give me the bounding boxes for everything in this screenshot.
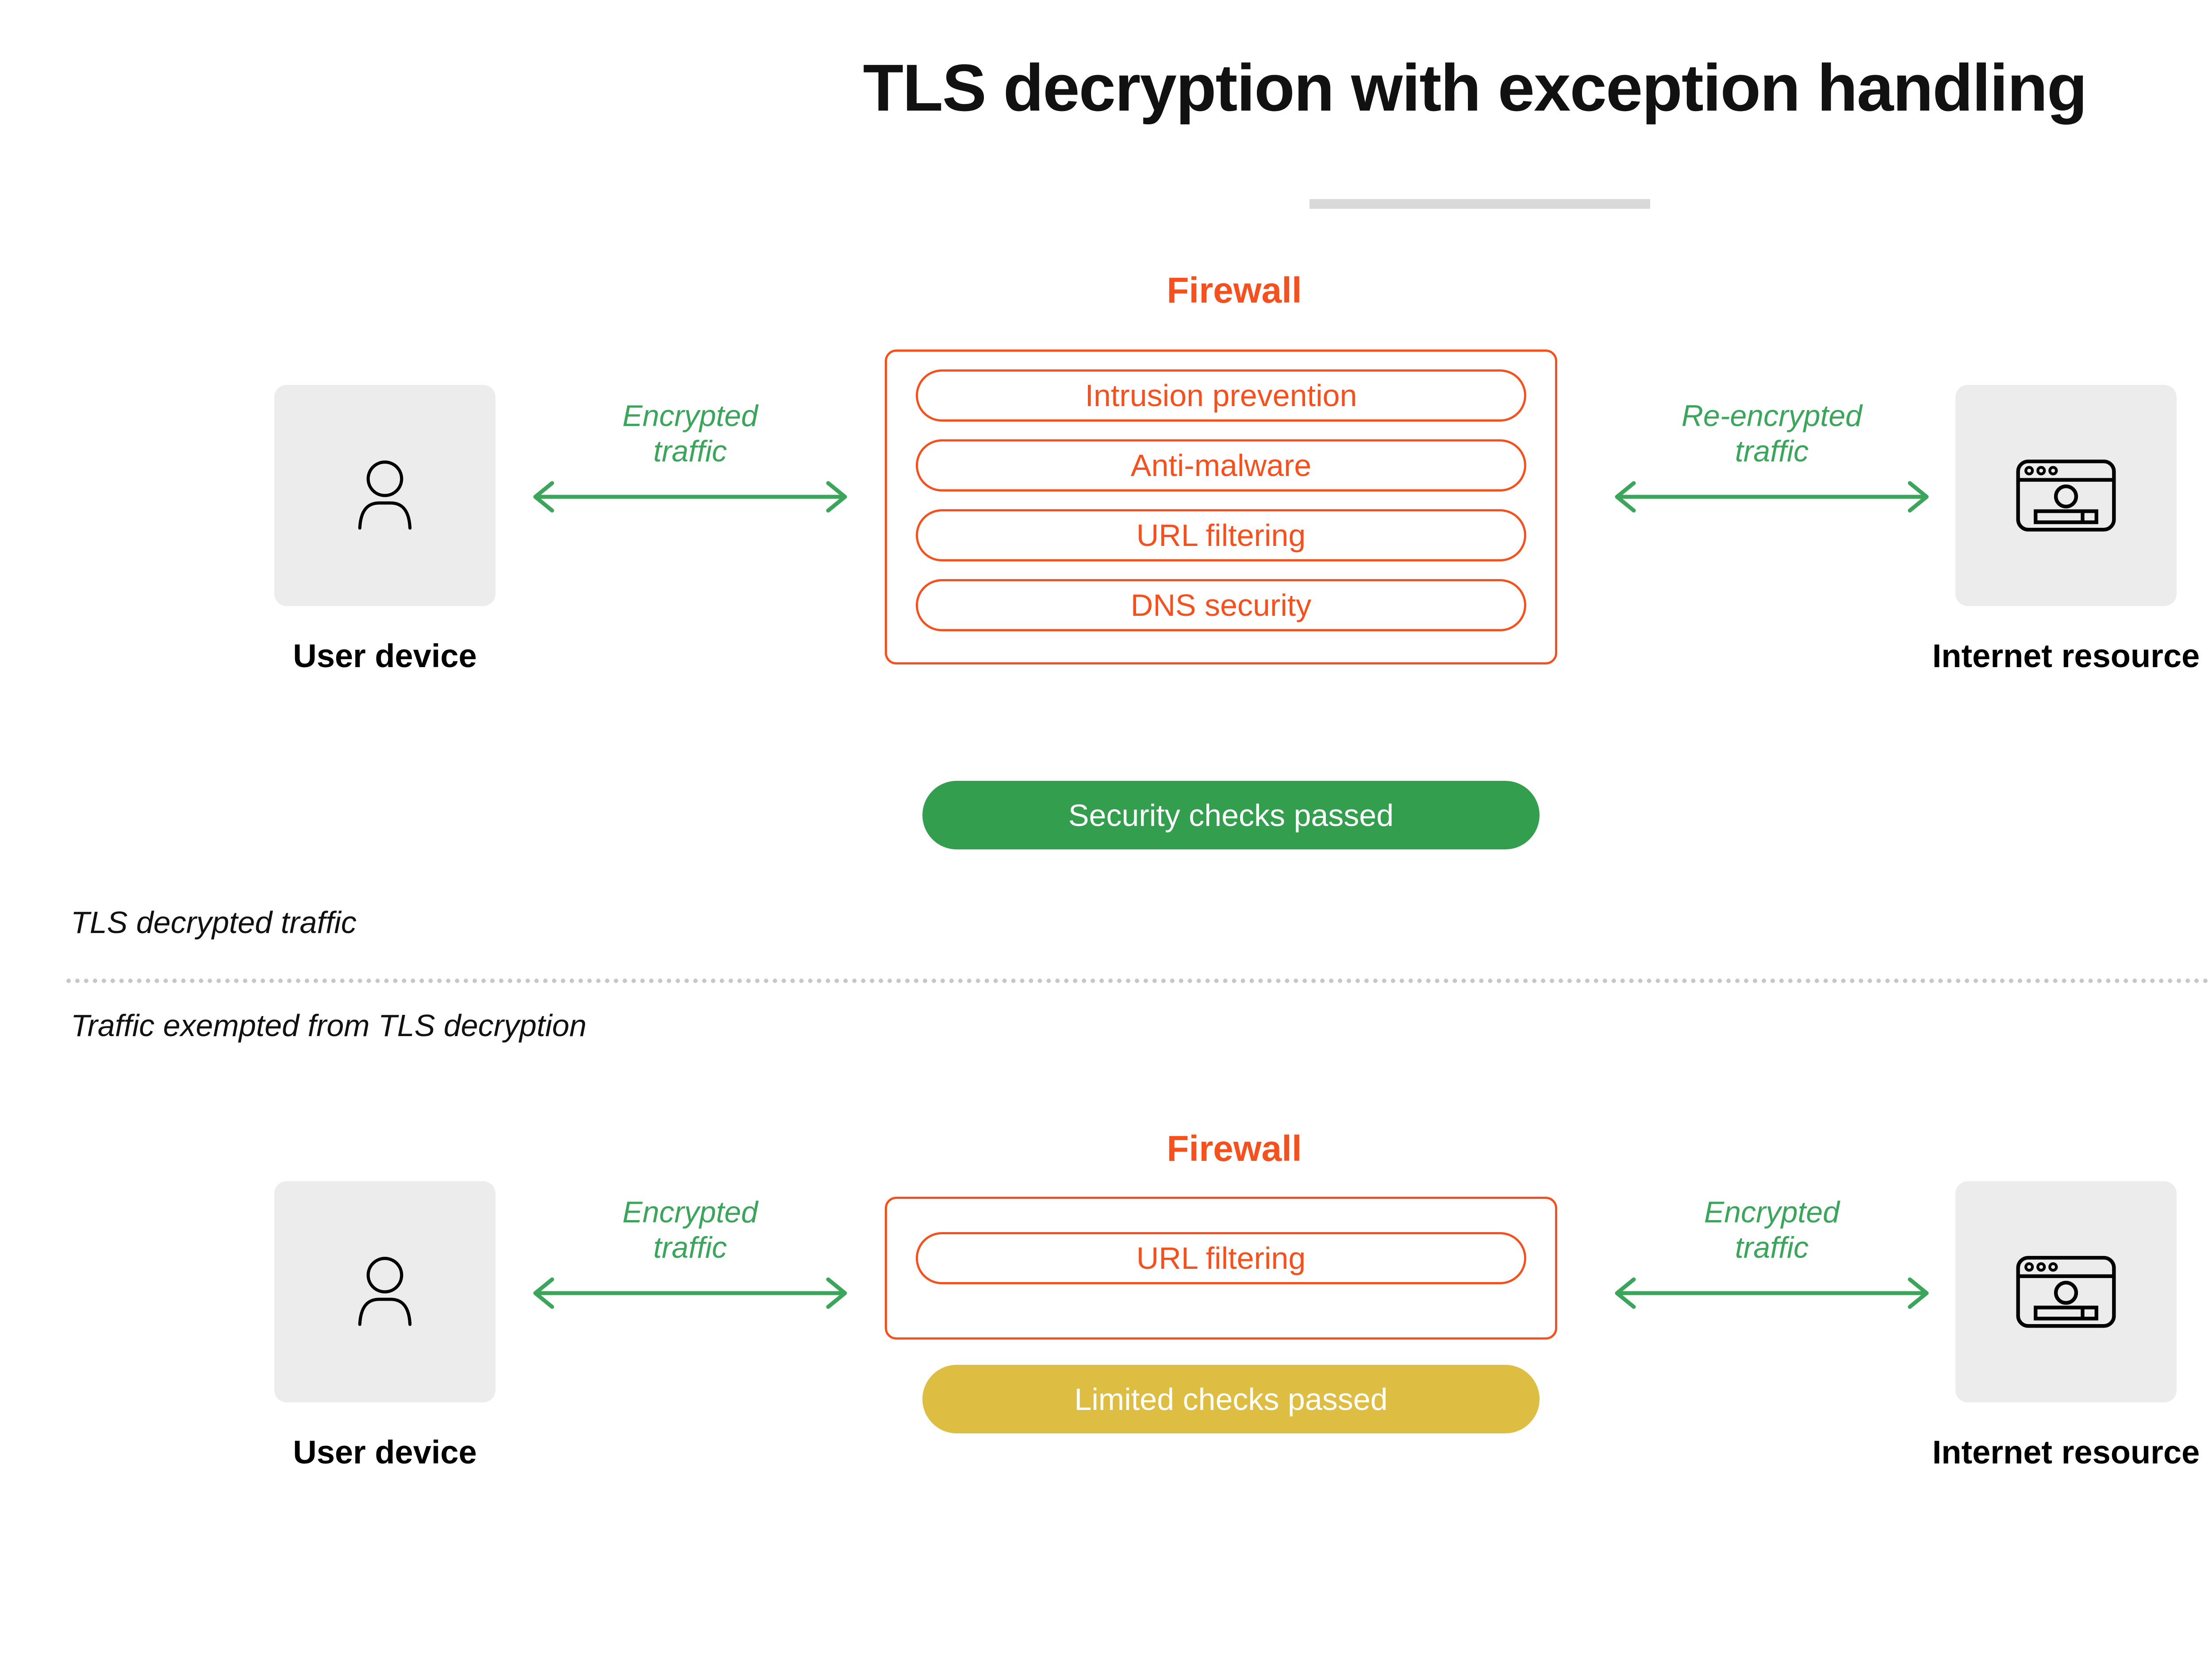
firewall-check-pill[interactable]: Anti-malware bbox=[916, 439, 1526, 492]
arrow-label: Encrypted traffic bbox=[622, 399, 758, 469]
double-headed-arrow-icon bbox=[533, 1277, 847, 1309]
dotted-divider bbox=[66, 979, 2212, 983]
status-badge-limited-checks-passed: Limited checks passed bbox=[922, 1365, 1540, 1433]
firewall-label-decrypted: Firewall bbox=[1167, 270, 1302, 311]
divider-label-below: Traffic exempted from TLS decryption bbox=[71, 1008, 587, 1043]
person-icon bbox=[338, 448, 431, 543]
user-device-tile-exempted bbox=[274, 1181, 495, 1402]
status-badge-security-checks-passed: Security checks passed bbox=[922, 781, 1540, 849]
internet-resource-caption-exempted: Internet resource bbox=[1932, 1434, 2200, 1471]
internet-resource-tile-decrypted bbox=[1955, 385, 2177, 606]
firewall-box-exempted: URL filtering bbox=[885, 1197, 1557, 1340]
firewall-label-exempted: Firewall bbox=[1167, 1129, 1302, 1169]
page-title: TLS decryption with exception handling bbox=[863, 50, 2088, 125]
double-headed-arrow-icon bbox=[1615, 1277, 1929, 1309]
re-encrypted-traffic-arrow: Re-encrypted traffic bbox=[1595, 398, 1949, 517]
divider-label-above: TLS decrypted traffic bbox=[71, 905, 357, 940]
arrow-label: Encrypted traffic bbox=[622, 1195, 758, 1265]
title-underline-rule bbox=[1310, 199, 1650, 209]
user-device-tile-decrypted bbox=[274, 385, 495, 606]
encrypted-traffic-arrow-decrypted: Encrypted traffic bbox=[513, 398, 867, 517]
arrow-label: Re-encrypted traffic bbox=[1681, 399, 1863, 469]
double-headed-arrow-icon bbox=[1615, 481, 1929, 513]
browser-window-icon bbox=[2011, 448, 2121, 543]
arrow-label: Encrypted traffic bbox=[1704, 1195, 1840, 1265]
firewall-box-decrypted: Intrusion prevention Anti-malware URL fi… bbox=[885, 349, 1557, 664]
user-device-caption-decrypted: User device bbox=[293, 637, 477, 674]
firewall-check-pill[interactable]: URL filtering bbox=[916, 509, 1526, 561]
person-icon bbox=[338, 1244, 431, 1340]
double-headed-arrow-icon bbox=[533, 481, 847, 513]
firewall-check-pill[interactable]: DNS security bbox=[916, 579, 1526, 631]
firewall-check-pill[interactable]: URL filtering bbox=[916, 1232, 1526, 1284]
firewall-check-pill[interactable]: Intrusion prevention bbox=[916, 369, 1526, 422]
internet-resource-tile-exempted bbox=[1955, 1181, 2177, 1402]
user-device-caption-exempted: User device bbox=[293, 1434, 477, 1471]
browser-window-icon bbox=[2011, 1244, 2121, 1340]
internet-resource-caption-decrypted: Internet resource bbox=[1932, 637, 2200, 674]
encrypted-traffic-arrow-exempted-right: Encrypted traffic bbox=[1595, 1194, 1949, 1313]
encrypted-traffic-arrow-exempted-left: Encrypted traffic bbox=[513, 1194, 867, 1313]
